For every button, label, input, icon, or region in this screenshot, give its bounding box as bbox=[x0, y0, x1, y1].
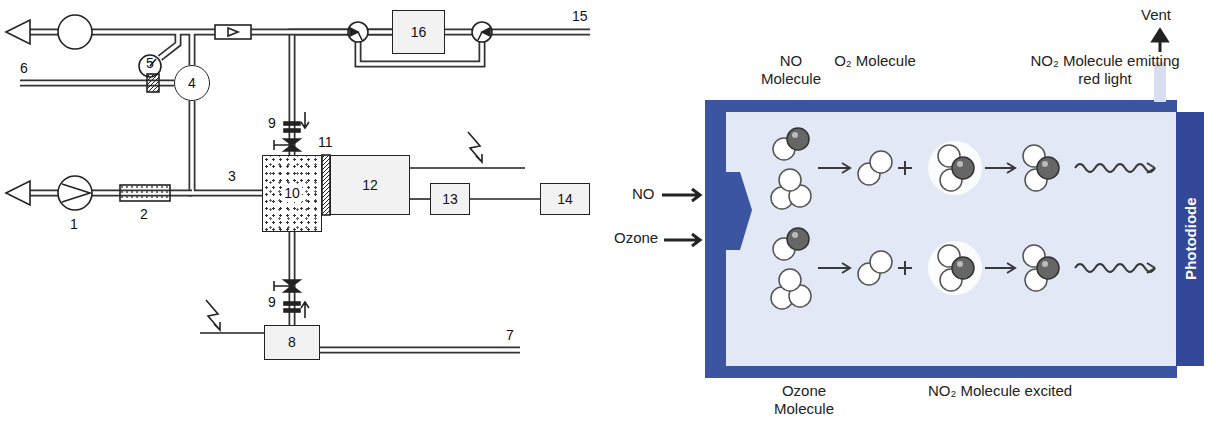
callout-number: 11 bbox=[318, 134, 333, 151]
label-text: Ozone Molecule bbox=[758, 382, 850, 418]
callout-number: 3 bbox=[228, 168, 236, 185]
reaction-chamber: 10 bbox=[262, 155, 322, 232]
gas-pipe bbox=[192, 101, 262, 193]
detector-unit: 12 bbox=[330, 155, 410, 215]
pipe-wall bbox=[192, 101, 262, 193]
label-text: Ozone bbox=[614, 229, 658, 247]
amplifier-box: 13 bbox=[430, 183, 470, 215]
text-label: NO Molecule bbox=[748, 52, 834, 88]
ozone-generator: 8 bbox=[264, 325, 320, 360]
text-label: NO₂ Molecule emitting red light bbox=[1020, 52, 1190, 88]
callout-number: 4 bbox=[188, 75, 196, 91]
text-label: Ozone Molecule bbox=[758, 382, 850, 418]
photodiode-bar: Photodiode bbox=[1176, 112, 1204, 366]
callout-number: 9 bbox=[268, 294, 276, 311]
callout-number: 15 bbox=[572, 8, 588, 25]
label-text: NO bbox=[632, 185, 655, 203]
callout-number: 2 bbox=[140, 206, 148, 223]
text-label: NO₂ Molecule excited bbox=[925, 382, 1075, 400]
callout-number: Photodiode bbox=[1181, 198, 1198, 281]
callout-number: 12 bbox=[362, 177, 378, 193]
wire-line bbox=[410, 198, 430, 200]
callout-number: 1 bbox=[70, 216, 78, 233]
text-label: NO bbox=[632, 185, 655, 203]
label-text: NO₂ Molecule excited bbox=[925, 382, 1075, 400]
callout-number: 8 bbox=[288, 334, 296, 350]
callout-number: 14 bbox=[557, 191, 573, 207]
label-text: O₂ Molecule bbox=[832, 52, 918, 70]
gas-pipe bbox=[292, 32, 392, 155]
callout-number: 7 bbox=[506, 327, 514, 344]
callout-number: 2 bbox=[140, 206, 148, 223]
callout-number: 10 bbox=[282, 185, 302, 201]
display-box: 14 bbox=[540, 183, 590, 215]
label-text: Vent bbox=[1141, 6, 1171, 24]
callout-number: 5 bbox=[146, 55, 154, 72]
signal-wire bbox=[470, 199, 540, 200]
pipe-wall bbox=[292, 32, 392, 155]
gas-pipes bbox=[20, 32, 590, 350]
callout-number: 1 bbox=[70, 216, 78, 233]
mixing-chamber: 4 bbox=[174, 65, 210, 101]
text-label: Ozone bbox=[614, 229, 658, 247]
pipe-fittings bbox=[6, 15, 525, 333]
label-text: NO Molecule bbox=[748, 52, 834, 88]
wire-line bbox=[470, 198, 540, 200]
pipe-bore bbox=[292, 32, 392, 155]
callout-number: 15 bbox=[572, 8, 588, 25]
signal-wire bbox=[410, 199, 430, 200]
callout-number: 9 bbox=[268, 294, 276, 311]
pipe-bore bbox=[192, 101, 262, 193]
callout-number: 7 bbox=[506, 327, 514, 344]
callout-number: 5 bbox=[146, 55, 154, 72]
callout-number: 9 bbox=[268, 115, 276, 132]
callout-number: 13 bbox=[442, 191, 458, 207]
callout-number: 16 bbox=[411, 24, 427, 40]
text-label: Vent bbox=[1141, 6, 1171, 24]
callout-number: 6 bbox=[20, 60, 28, 77]
label-text: NO₂ Molecule emitting red light bbox=[1020, 52, 1190, 88]
filter-unit: 16 bbox=[392, 10, 445, 54]
callout-number: 11 bbox=[318, 134, 333, 151]
text-label: O₂ Molecule bbox=[832, 52, 918, 70]
callout-number: 3 bbox=[228, 168, 236, 185]
callout-number: 6 bbox=[20, 60, 28, 77]
callout-number: 9 bbox=[268, 115, 276, 132]
